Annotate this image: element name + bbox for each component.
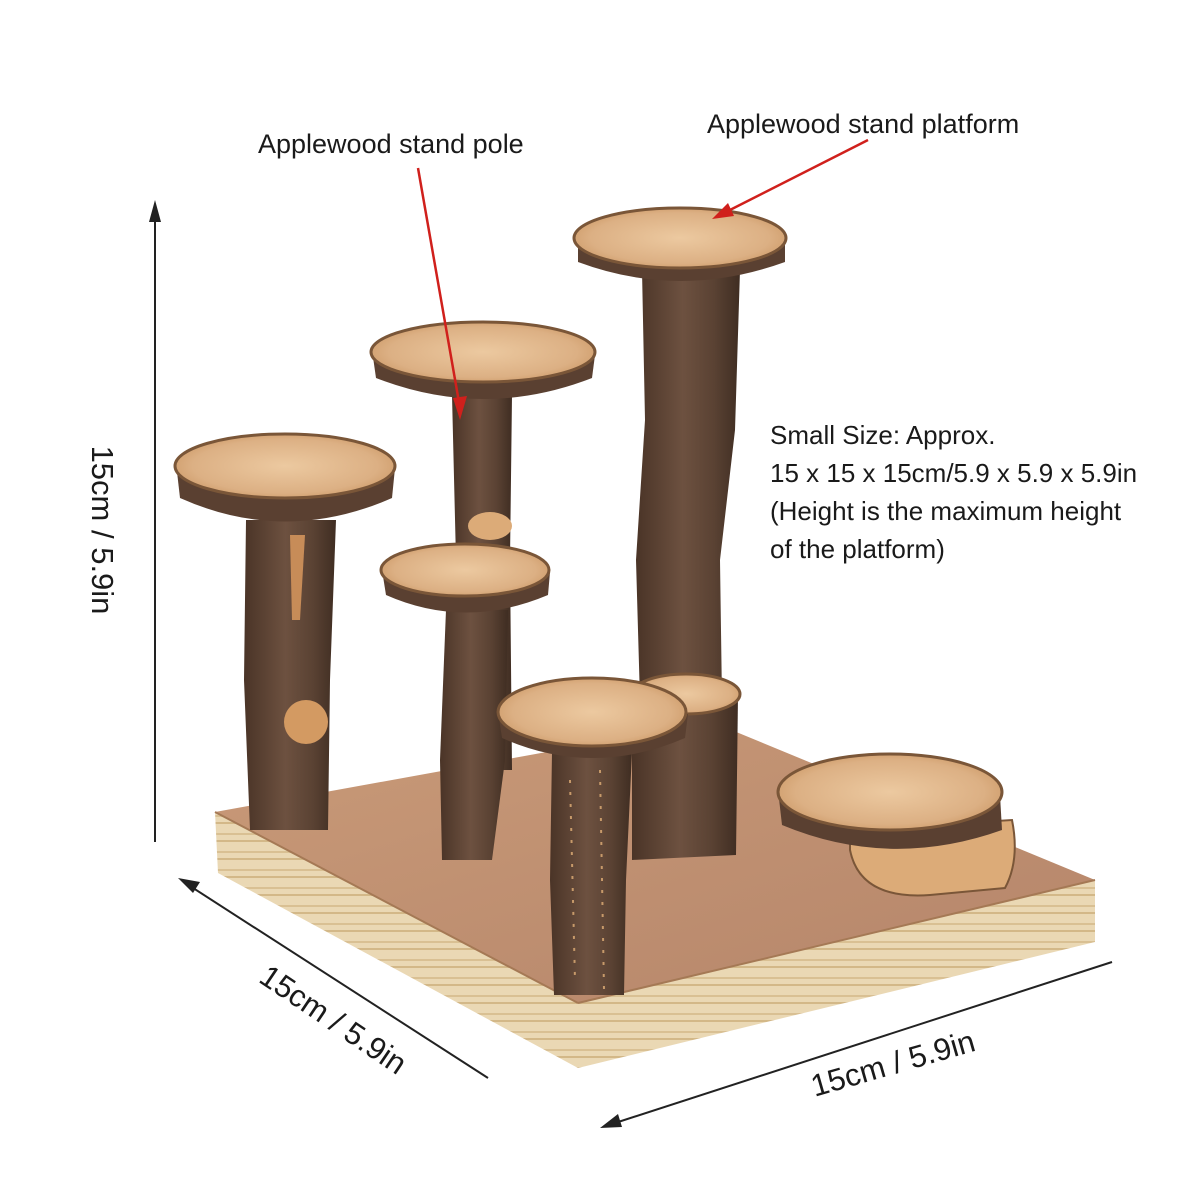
center-platform-face xyxy=(379,542,551,598)
spec-line-2: 15 x 15 x 15cm/5.9 x 5.9 x 5.9in xyxy=(770,458,1138,488)
pole-label: Applewood stand pole xyxy=(258,129,524,159)
platform-arrow xyxy=(712,138,869,219)
base-left-edge xyxy=(215,812,578,1068)
front-platform-face xyxy=(496,676,688,748)
size-spec: Small Size: Approx. 15 x 15 x 15cm/5.9 x… xyxy=(770,416,1137,568)
tall-pole xyxy=(636,270,740,700)
depth-dimension-arrow xyxy=(178,878,489,1079)
top-platform-face xyxy=(572,206,788,270)
platform-label: Applewood stand platform xyxy=(707,109,1020,139)
left-stand xyxy=(173,432,397,830)
tall-stand xyxy=(572,206,788,700)
height-dimension-label: 15cm / 5.9in xyxy=(85,445,120,615)
front-stand xyxy=(496,676,688,995)
left-pole xyxy=(244,520,336,830)
center-stand xyxy=(379,542,551,860)
front-pole xyxy=(550,752,632,995)
center-pole xyxy=(440,610,508,860)
base-right-edge xyxy=(578,880,1095,1068)
middle-back-platform-face xyxy=(369,320,597,384)
left-platform-face xyxy=(173,432,397,500)
height-dimension-arrow xyxy=(149,200,161,842)
right-disc-face xyxy=(776,752,1004,832)
spec-line-3: (Height is the maximum height xyxy=(770,496,1122,526)
spec-line-1: Small Size: Approx. xyxy=(770,420,996,450)
width-dimension-arrow xyxy=(600,961,1113,1128)
stacked-discs xyxy=(776,752,1016,897)
pole-arrow xyxy=(416,167,467,420)
spec-line-4: of the platform) xyxy=(770,534,945,564)
